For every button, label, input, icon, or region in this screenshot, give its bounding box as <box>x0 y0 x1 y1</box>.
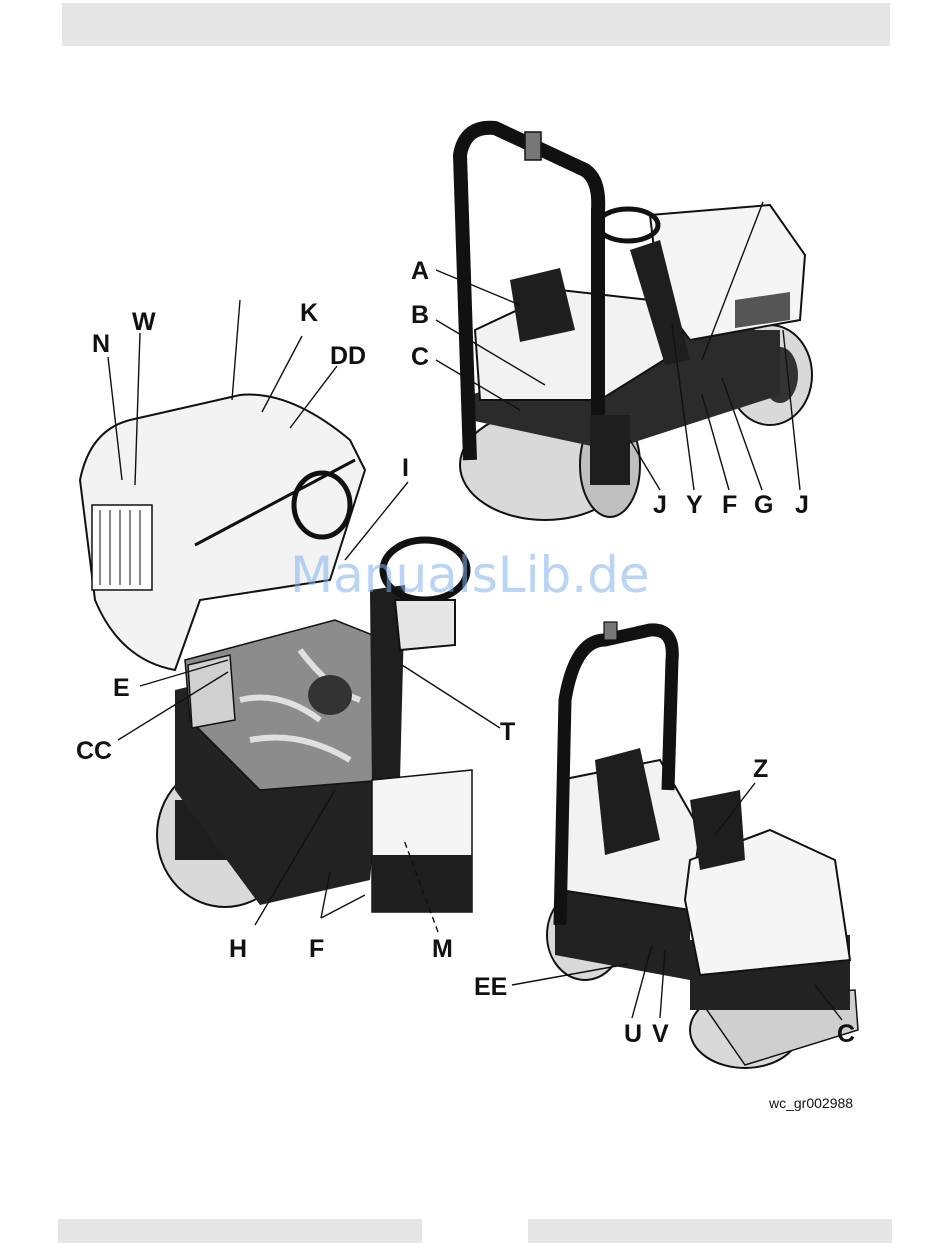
callout-J: J <box>653 491 667 519</box>
callout-M: M <box>432 935 453 963</box>
callout-A: A <box>411 257 429 285</box>
callout-EE: EE <box>474 973 507 1001</box>
callout-DD: DD <box>330 342 366 370</box>
callout-U: U <box>624 1020 642 1048</box>
machine-bottom-right-illustration <box>547 622 858 1068</box>
callout-CC: CC <box>76 737 112 765</box>
callout-G: G <box>754 491 773 519</box>
callout-K: K <box>300 299 318 327</box>
footer-right-bar <box>528 1219 892 1243</box>
watermark: ManualsLib.de <box>290 546 650 604</box>
figure-reference-code: wc_gr002988 <box>768 1095 853 1111</box>
callout-F: F <box>722 491 737 519</box>
callout-J-2: J <box>795 491 809 519</box>
callout-C-2: C <box>837 1020 855 1048</box>
footer-left-bar <box>58 1219 422 1243</box>
callout-B: B <box>411 301 429 329</box>
callout-V: V <box>652 1020 669 1048</box>
machine-top-right-illustration <box>460 128 812 520</box>
callout-Y: Y <box>686 491 703 519</box>
callout-N: N <box>92 330 110 358</box>
machine-left-illustration <box>80 395 472 912</box>
callout-T: T <box>500 718 515 746</box>
callout-I: I <box>402 454 409 482</box>
callout-F: F <box>309 935 324 963</box>
callout-E: E <box>113 674 130 702</box>
callout-W: W <box>132 308 156 336</box>
callout-C: C <box>411 343 429 371</box>
callout-Z: Z <box>753 755 768 783</box>
callout-H: H <box>229 935 247 963</box>
